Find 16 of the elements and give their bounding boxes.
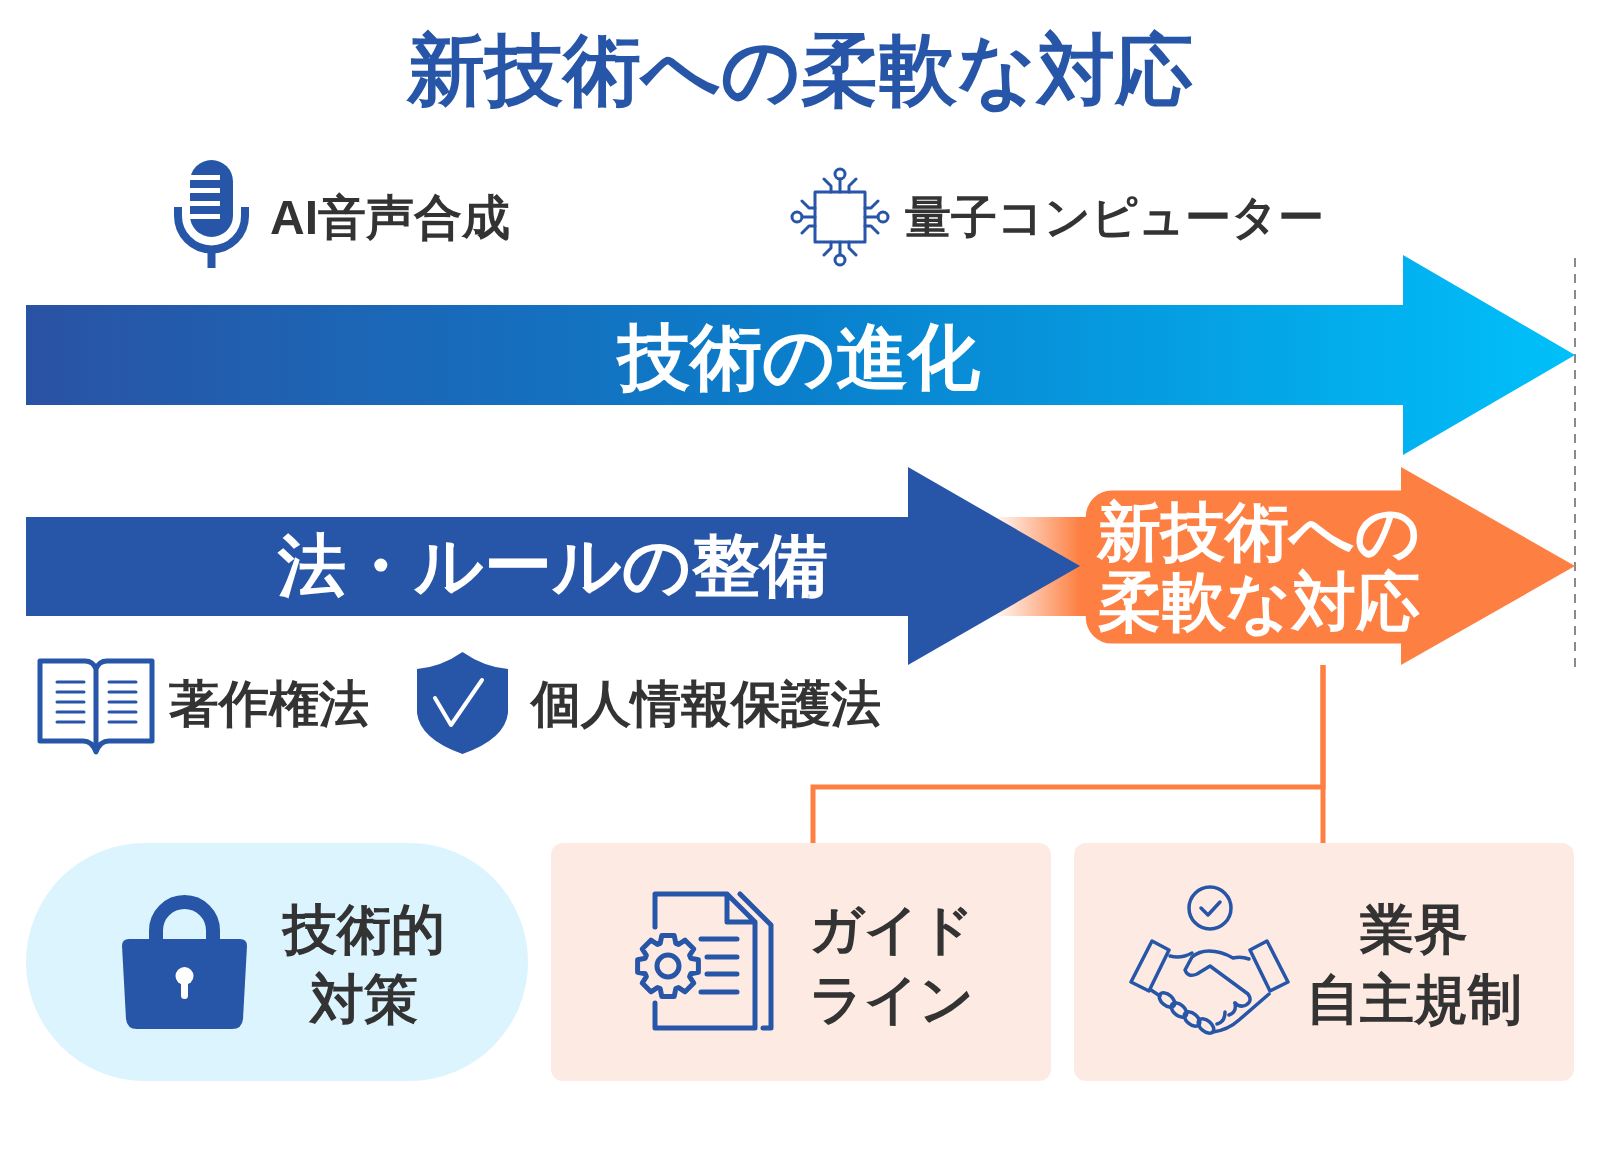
label-text: 著作権法 (169, 675, 369, 734)
connector-line (1320, 665, 1326, 843)
node-text: 技術的対策 (280, 897, 446, 1031)
node-text: 法・ルールの整備 (278, 526, 828, 606)
label-text: AI音声合成 (270, 190, 510, 247)
node-text: 技術の進化 (618, 315, 980, 399)
arrow-banner (995, 467, 1575, 665)
rounded-box (1074, 843, 1574, 1081)
node-text: 業界自主規制 (1306, 897, 1522, 1031)
node-text: ガイドライン (809, 897, 975, 1031)
label-text: 量子コンピューター (905, 190, 1324, 246)
arrow-banner (26, 467, 1080, 665)
arrow-banner (26, 255, 1575, 455)
label-text: 個人情報保護法 (531, 675, 881, 734)
title-text: 新技術への柔軟な対応 (407, 25, 1193, 117)
rounded-box (551, 843, 1051, 1081)
